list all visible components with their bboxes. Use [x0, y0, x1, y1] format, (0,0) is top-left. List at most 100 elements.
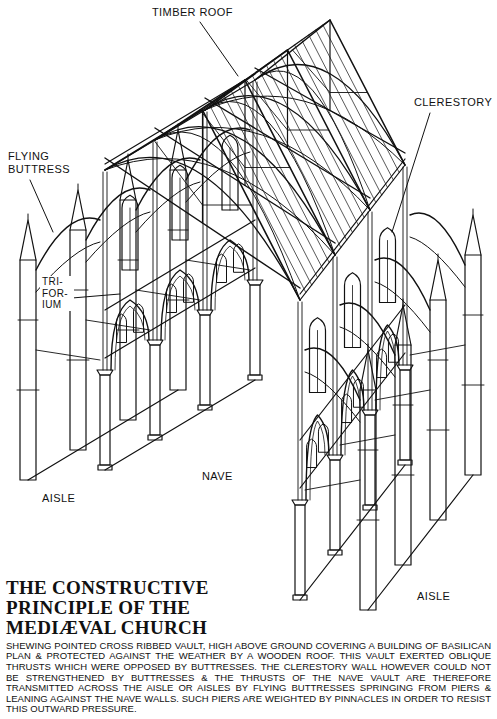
truss-strut — [246, 80, 287, 130]
flying-buttress-soffit — [340, 327, 395, 377]
buttress-pier — [465, 255, 481, 475]
pier-set-off — [117, 330, 139, 331]
pier-shaft — [200, 315, 210, 405]
truss-strut — [154, 140, 203, 205]
roof-rafter — [309, 35, 388, 188]
clerestory-window — [345, 273, 361, 348]
roof-rafter — [238, 85, 329, 263]
window-mullion — [352, 286, 353, 348]
pier-set-off — [168, 230, 188, 231]
pier-base — [248, 375, 262, 380]
vaulting-shaft — [157, 142, 158, 340]
pier-set-off — [18, 320, 38, 321]
aisle-roof-line — [375, 390, 430, 400]
pier-base — [328, 550, 342, 555]
pier-capital — [327, 455, 343, 460]
flying-buttress-soffit — [375, 282, 430, 332]
arcade-moulding — [215, 246, 245, 310]
roof-rafter — [266, 65, 352, 233]
flying-buttress-soffit — [86, 212, 150, 262]
leader-line — [200, 22, 238, 76]
king-post — [329, 20, 330, 111]
pier-base — [148, 435, 162, 440]
pier-shaft — [330, 460, 340, 550]
part-label: TRI- FOR- IUM — [40, 276, 74, 311]
vaulting-shaft — [372, 212, 373, 410]
vaulting-shaft — [337, 257, 338, 455]
floor-line — [105, 380, 255, 470]
vaulting-shaft — [302, 302, 303, 500]
diagonal-rib — [155, 127, 370, 210]
clerestory-window — [310, 318, 326, 393]
vaulting-shaft — [407, 167, 408, 365]
pinnacle — [20, 220, 36, 260]
part-label: FLYING BUTTRESS — [6, 150, 80, 175]
flying-buttress — [375, 258, 430, 310]
buttress-pier — [395, 345, 411, 565]
pier-base — [398, 460, 412, 465]
part-label: AISLE — [415, 590, 452, 603]
roof-rafter — [273, 60, 358, 225]
pier-shaft — [365, 415, 375, 505]
vaulting-shaft — [253, 82, 254, 280]
buttress-pier — [70, 230, 86, 450]
triforium-opening — [117, 314, 127, 342]
vaulting-shaft — [298, 302, 299, 500]
aisle-roof-line — [136, 290, 200, 300]
pier-capital — [147, 340, 163, 345]
pier-set-off — [167, 300, 189, 301]
aisle-roof-line — [86, 320, 150, 330]
pier-shaft — [100, 375, 110, 465]
aisle-roof-line — [36, 350, 100, 360]
flying-buttress — [340, 303, 395, 355]
vaulting-shaft — [207, 112, 208, 310]
part-label: CLERESTORY — [412, 96, 494, 109]
pier-set-off — [463, 315, 483, 316]
pinnacle — [360, 350, 376, 390]
pinnacle — [430, 260, 446, 300]
truss-strut — [203, 205, 252, 206]
pinnacle — [120, 160, 136, 200]
triforium-opening — [342, 394, 352, 422]
pier-set-off — [67, 360, 89, 361]
roof-truss-rafters — [205, 50, 370, 210]
triforium-opening — [167, 284, 177, 312]
roof-rafter — [231, 90, 324, 270]
arcade-arch — [161, 270, 199, 340]
window-mullion — [130, 208, 131, 270]
roof-rafter — [252, 75, 341, 248]
pier-shaft — [250, 285, 260, 375]
pier-set-off — [17, 390, 39, 391]
truss-strut — [288, 130, 329, 131]
triforium-opening — [307, 439, 317, 467]
arcade-arch — [111, 300, 149, 370]
window-mullion — [317, 331, 318, 393]
buttress-pier — [20, 260, 36, 480]
leader-line — [30, 180, 53, 232]
pier-shaft — [150, 345, 160, 435]
pinnacle — [395, 305, 411, 345]
flying-buttress-soffit — [305, 372, 360, 422]
part-label: TIMBER ROOF — [150, 6, 235, 19]
aisle-roof-line — [305, 480, 360, 490]
triforium-opening — [318, 424, 328, 452]
flying-buttress — [36, 218, 100, 270]
pier-base — [98, 465, 112, 470]
clerestory-window — [380, 228, 396, 303]
title: THE CONSTRUCTIVE PRINCIPLE OF THE MEDIÆV… — [6, 578, 236, 638]
vaulting-shaft — [153, 142, 154, 340]
pier-base — [293, 595, 307, 600]
buttress-pier — [430, 300, 446, 520]
pier-set-off — [118, 260, 138, 261]
pinnacle — [70, 190, 86, 230]
arcade-arch — [306, 415, 329, 500]
roof-rafter — [259, 70, 347, 240]
pinnacle — [465, 215, 481, 255]
aisle-roof-line — [186, 260, 250, 270]
pier-capital — [197, 310, 213, 315]
pier-shaft — [400, 370, 410, 460]
string-course — [105, 268, 255, 358]
pinnacle-finial — [78, 184, 79, 190]
roof-rafter — [217, 100, 312, 285]
